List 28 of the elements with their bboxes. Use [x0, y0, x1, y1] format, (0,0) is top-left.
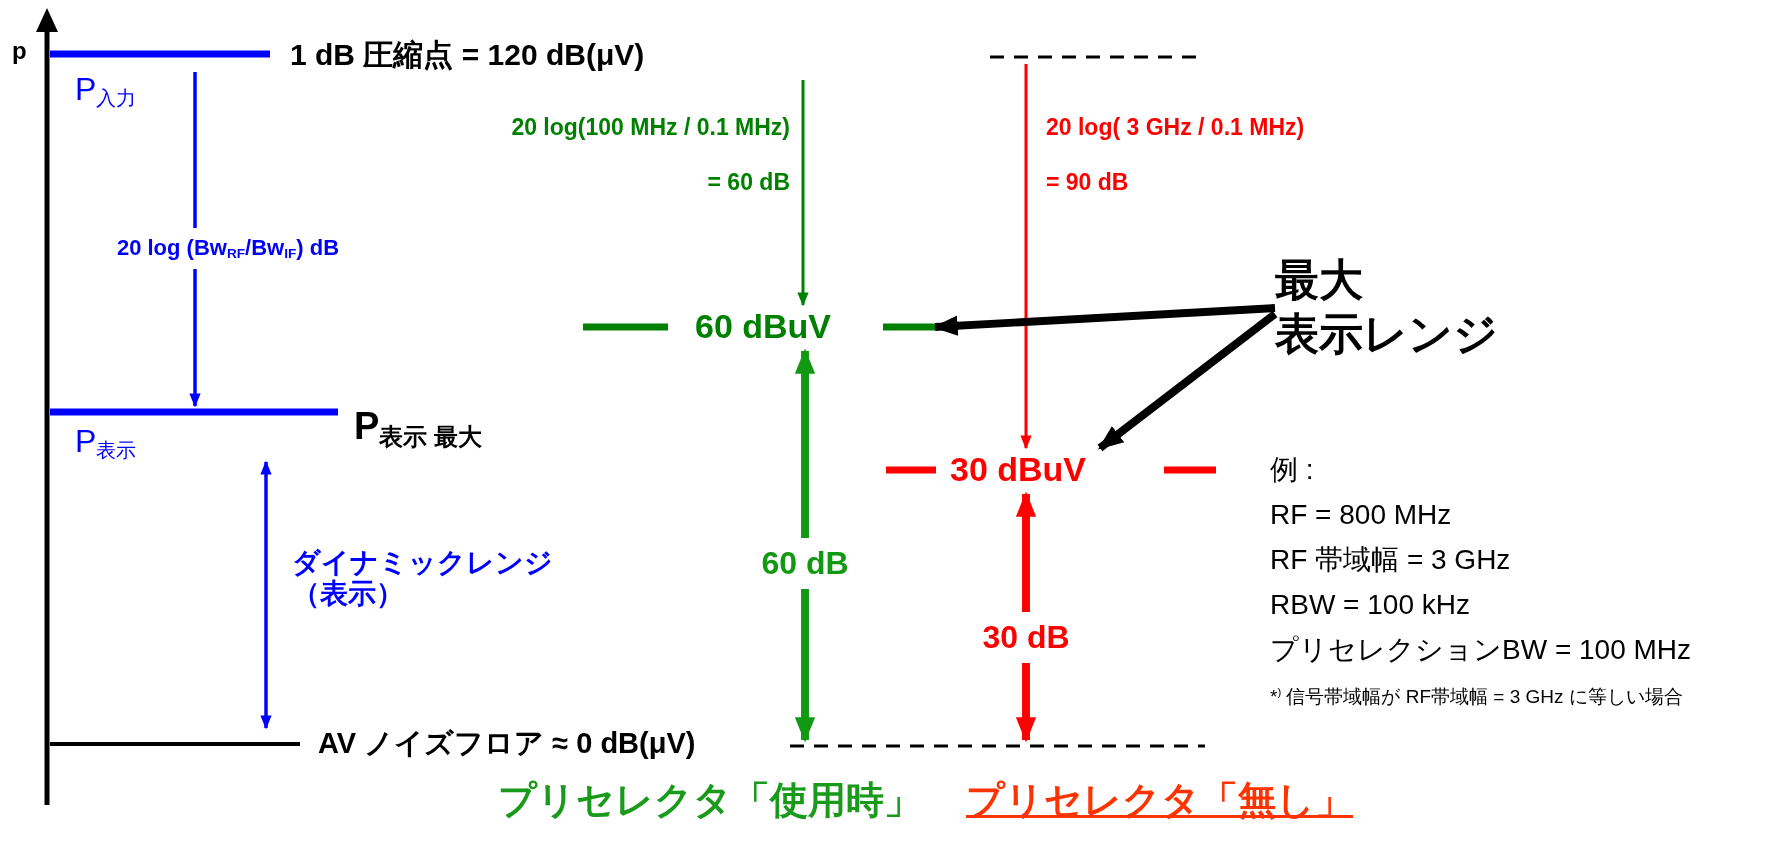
level-label: 60 dBuV — [695, 308, 832, 346]
level-label: P$_{表示}$ — [75, 424, 137, 462]
edge-label: 20 log(100 MHz / 0.1 MHz) = 60 dB — [510, 113, 790, 198]
level-label: P$_{表示 最大}$ — [354, 406, 482, 451]
level-name: P$_{入力}$ — [75, 72, 137, 110]
example-text: RBW = 100 kHz — [1270, 590, 1470, 621]
axis-label: p — [12, 38, 27, 65]
arrow — [1020, 64, 1032, 450]
double-arrow — [260, 460, 272, 730]
arrow — [189, 72, 201, 408]
double-arrow — [794, 348, 816, 743]
example-text: RF 帯域幅 = 3 GHz — [1270, 545, 1511, 576]
edge-label: 20 log( 3 GHz / 0.1 MHz) = 90 dB — [1046, 113, 1306, 198]
level-label: AV ノイズフロア ≈ 0 dB(μV) — [318, 728, 696, 760]
arrow — [1097, 310, 1278, 452]
example-text: プリセレクションBW = 100 MHz — [1270, 635, 1692, 666]
level-label: 最大 — [1275, 256, 1363, 305]
caption: プリセレクタ「使用時」 — [498, 780, 922, 822]
level-label: 30 dBuV — [950, 451, 1087, 489]
caption: プリセレクタ「無し」 — [966, 780, 1353, 822]
arrow — [797, 80, 809, 307]
arrow — [932, 304, 1276, 336]
level-label: 1 dB 圧縮点 = 120 dB(μV) — [290, 38, 645, 71]
example-text: 例 : — [1270, 455, 1314, 486]
level-label: 表示レンジ — [1275, 310, 1498, 359]
example-text: RF = 800 MHz — [1270, 500, 1452, 531]
edge-label: ダイナミックレンジ（表示） — [292, 548, 554, 610]
footnote: *$^{)}$ 信号帯域幅が RF帯域幅 = 3 GHz に等しい場合 — [1270, 684, 1684, 709]
